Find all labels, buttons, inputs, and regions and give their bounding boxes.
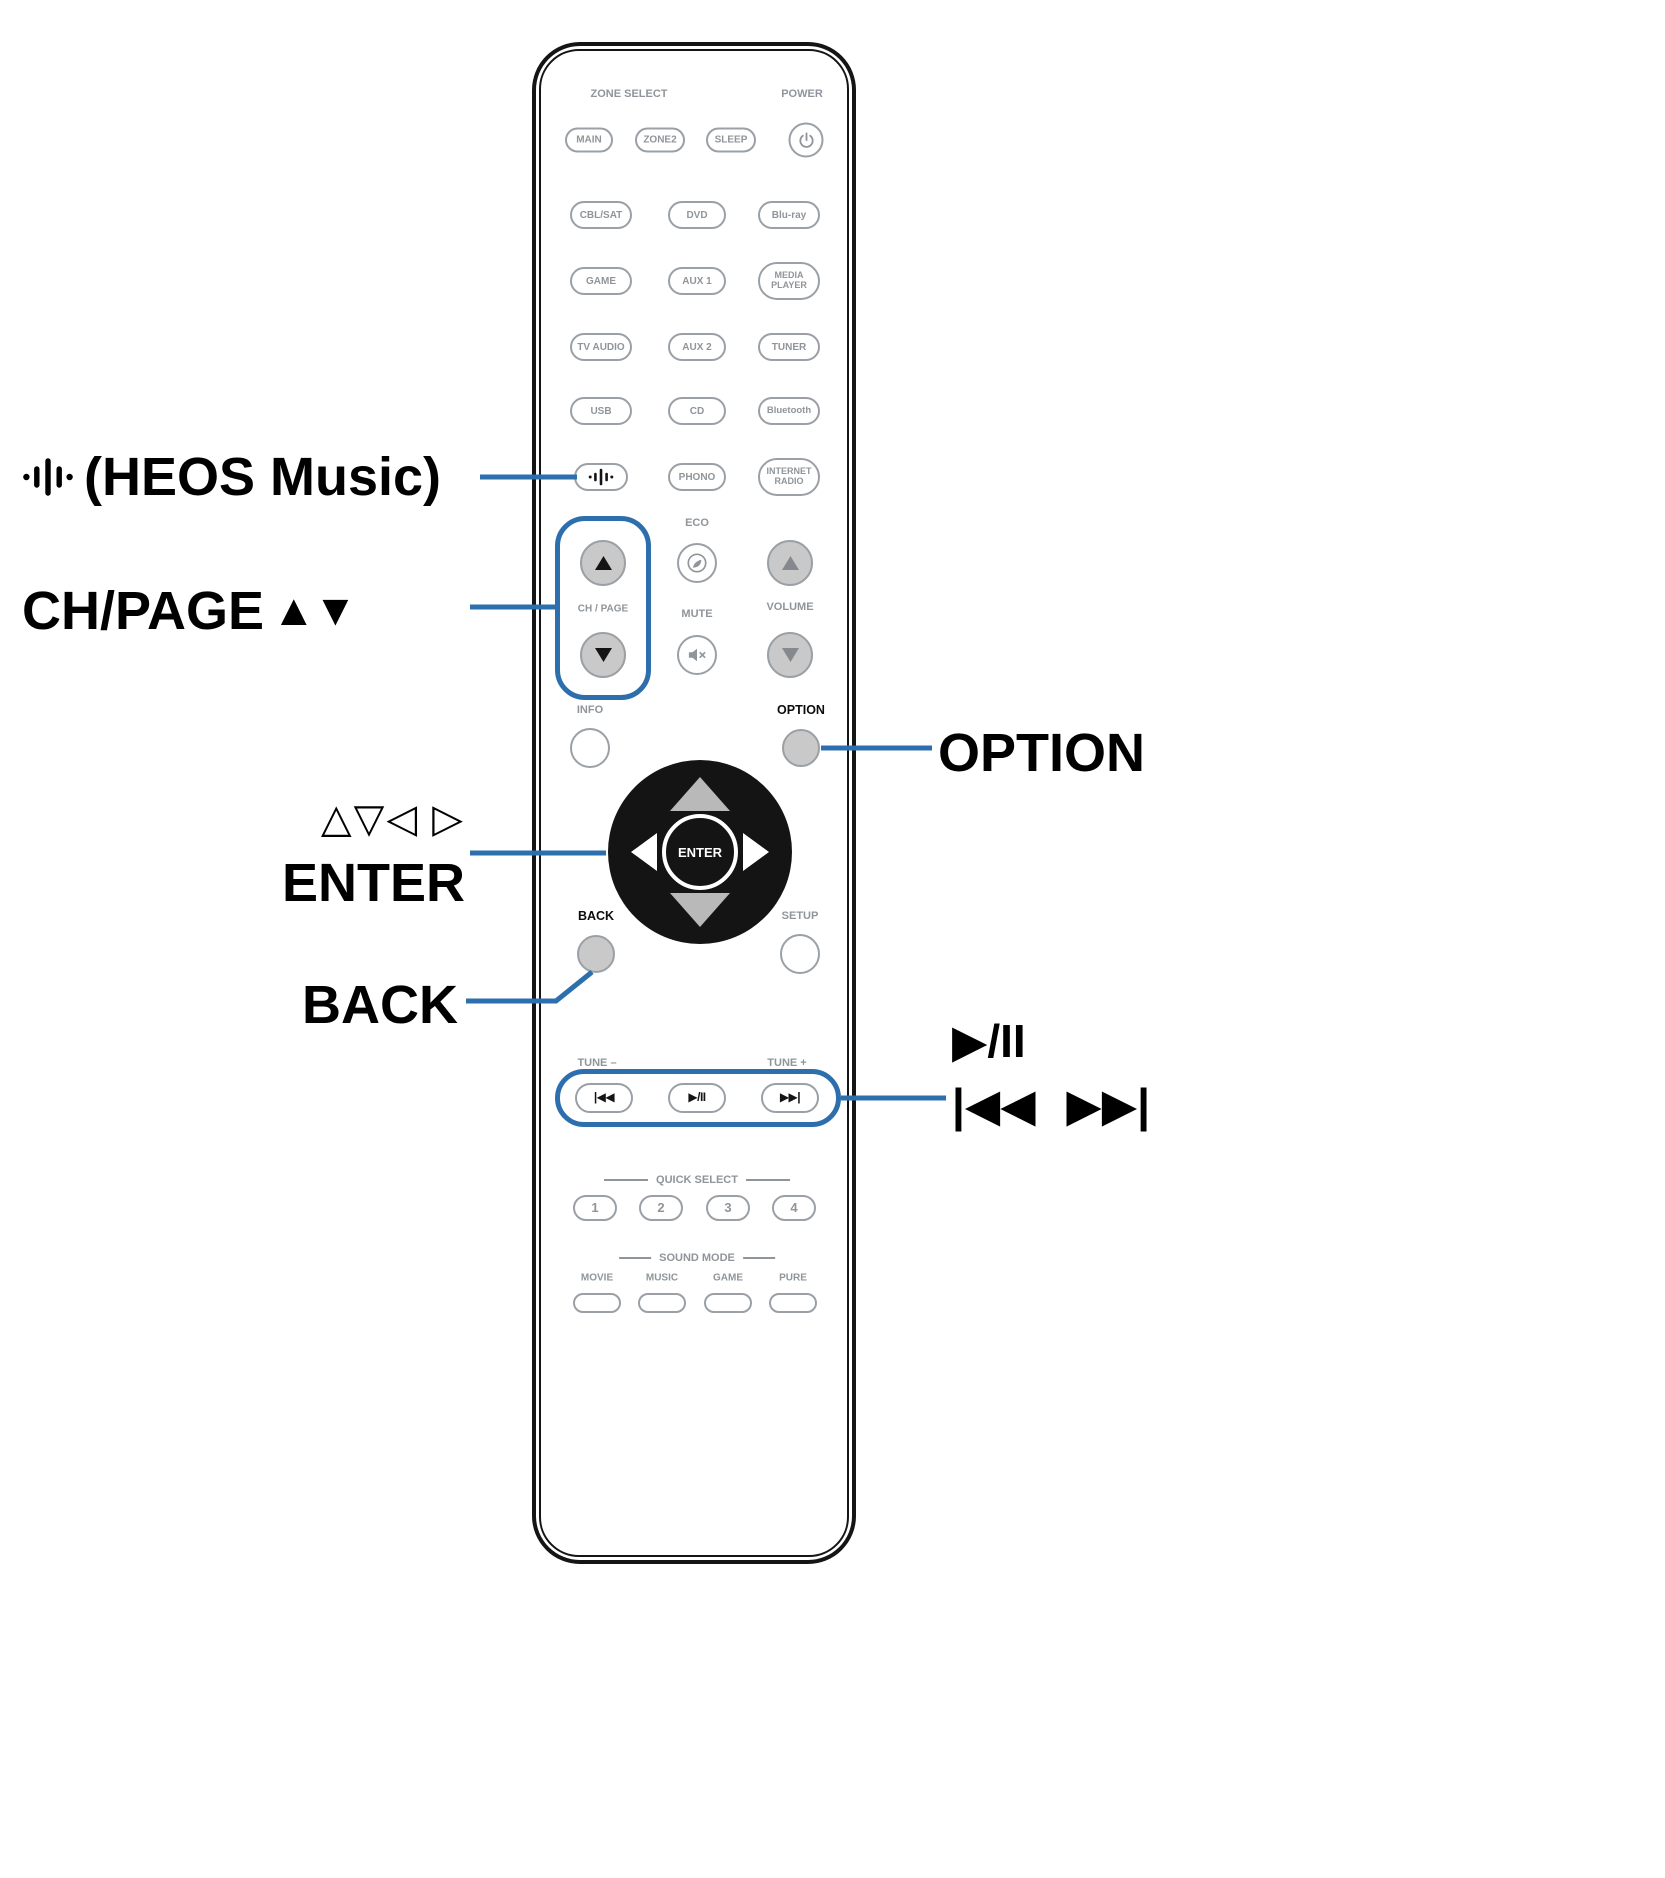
remote-control: ZONE SELECT POWER MAIN ZONE2 SLEEP CBL/S… xyxy=(532,42,856,1564)
mute-label: MUTE xyxy=(681,608,713,620)
down-triangle-icon xyxy=(781,648,799,662)
source-cbl-sat-button[interactable]: CBL/SAT xyxy=(570,201,632,229)
source-dvd-button[interactable]: DVD xyxy=(668,201,726,229)
setup-label: SETUP xyxy=(781,910,819,922)
cursor-pad[interactable]: ENTER xyxy=(605,757,795,947)
callout-cursor-label: △▽◁ ▷ xyxy=(320,797,465,841)
eco-label: ECO xyxy=(685,517,709,529)
divider xyxy=(742,1257,775,1259)
cursor-up-button[interactable] xyxy=(670,777,730,811)
source-cd-button[interactable]: CD xyxy=(668,397,726,425)
divider xyxy=(619,1257,652,1259)
callout-chpage-arrows: ▲▼ xyxy=(272,586,357,635)
callout-option: OPTION xyxy=(938,723,1146,783)
callout-skip-label: |◀◀ ▶▶| xyxy=(952,1079,1151,1131)
info-button[interactable] xyxy=(570,728,610,768)
source-game-button[interactable]: GAME xyxy=(570,267,632,295)
power-button[interactable] xyxy=(788,122,824,158)
volume-up-button[interactable] xyxy=(767,540,813,586)
channel-page-up-button[interactable] xyxy=(580,540,626,586)
power-label: POWER xyxy=(781,88,823,100)
remote-body-inner-outline xyxy=(539,49,849,1557)
mute-icon xyxy=(686,646,708,664)
movie-button[interactable] xyxy=(573,1293,621,1313)
divider xyxy=(604,1179,649,1181)
quick-select-3-button[interactable]: 3 xyxy=(706,1195,750,1221)
pure-label: PURE xyxy=(779,1272,807,1284)
heos-music-button[interactable] xyxy=(574,463,628,491)
quick-select-header: QUICK SELECT xyxy=(604,1174,790,1186)
ch-page-label: CH / PAGE xyxy=(577,603,629,615)
source-phono-button[interactable]: PHONO xyxy=(668,463,726,491)
sound-mode-header: SOUND MODE xyxy=(619,1252,775,1264)
source-media-player-button[interactable]: MEDIA PLAYER xyxy=(758,262,820,300)
movie-label: MOVIE xyxy=(580,1272,614,1284)
power-icon xyxy=(796,130,816,150)
music-button[interactable] xyxy=(638,1293,686,1313)
cursor-left-button[interactable] xyxy=(631,833,657,871)
callout-heos-label: (HEOS Music) xyxy=(84,447,442,507)
source-bluray-button[interactable]: Blu-ray xyxy=(758,201,820,229)
callout-enter-label: ENTER xyxy=(281,853,465,913)
quick-select-4-button[interactable]: 4 xyxy=(772,1195,816,1221)
channel-page-down-button[interactable] xyxy=(580,632,626,678)
zone2-button[interactable]: ZONE2 xyxy=(635,127,685,153)
chpage-highlight xyxy=(555,516,651,700)
source-internet-radio-button[interactable]: INTERNET RADIO xyxy=(758,458,820,496)
sleep-button[interactable]: SLEEP xyxy=(706,127,756,153)
setup-button[interactable] xyxy=(780,934,820,974)
option-button[interactable] xyxy=(782,729,820,767)
eco-leaf-icon xyxy=(686,552,708,574)
quick-select-1-button[interactable]: 1 xyxy=(573,1195,617,1221)
source-usb-button[interactable]: USB xyxy=(570,397,632,425)
pure-button[interactable] xyxy=(769,1293,817,1313)
play-pause-button[interactable]: ▶/II xyxy=(668,1083,726,1113)
game-label: GAME xyxy=(713,1272,743,1284)
back-button[interactable] xyxy=(577,935,615,973)
transport-highlight xyxy=(555,1069,841,1127)
enter-button-label: ENTER xyxy=(678,845,723,860)
zone-main-button[interactable]: MAIN xyxy=(565,127,613,153)
down-triangle-icon xyxy=(594,648,612,662)
callout-cursor-enter: △▽◁ ▷ ENTER xyxy=(230,796,465,914)
tune-down-label: TUNE – xyxy=(577,1057,617,1069)
cursor-down-button[interactable] xyxy=(670,893,730,927)
callout-play-pause-label: ▶/II xyxy=(952,1015,1026,1067)
eco-button[interactable] xyxy=(677,543,717,583)
music-label: MUSIC xyxy=(645,1272,679,1284)
heos-icon xyxy=(22,454,74,500)
skip-forward-button[interactable]: ▶▶| xyxy=(761,1083,819,1113)
back-label: BACK xyxy=(577,909,615,923)
callout-chpage: CH/PAGE ▲▼ xyxy=(22,580,357,642)
callout-chpage-label: CH/PAGE xyxy=(22,581,265,641)
divider xyxy=(745,1179,790,1181)
tune-up-label: TUNE + xyxy=(767,1057,807,1069)
callout-heos: (HEOS Music) xyxy=(22,446,441,508)
source-aux1-button[interactable]: AUX 1 xyxy=(668,267,726,295)
mute-button[interactable] xyxy=(677,635,717,675)
volume-label: VOLUME xyxy=(766,601,814,613)
option-label: OPTION xyxy=(777,703,825,717)
source-tv-audio-button[interactable]: TV AUDIO xyxy=(570,333,632,361)
source-aux2-button[interactable]: AUX 2 xyxy=(668,333,726,361)
quick-select-2-button[interactable]: 2 xyxy=(639,1195,683,1221)
source-bluetooth-button[interactable]: Bluetooth xyxy=(758,397,820,425)
source-tuner-button[interactable]: TUNER xyxy=(758,333,820,361)
callout-transport: ▶/II |◀◀ ▶▶| xyxy=(952,1014,1150,1132)
zone-select-label: ZONE SELECT xyxy=(590,88,668,100)
cursor-right-button[interactable] xyxy=(743,833,769,871)
sound-mode-label: SOUND MODE xyxy=(659,1252,735,1264)
volume-down-button[interactable] xyxy=(767,632,813,678)
enter-button[interactable] xyxy=(662,814,738,890)
up-triangle-icon xyxy=(781,556,799,570)
info-label: INFO xyxy=(576,704,604,716)
quick-select-label: QUICK SELECT xyxy=(656,1174,738,1186)
game-button[interactable] xyxy=(704,1293,752,1313)
callout-back: BACK xyxy=(302,975,458,1035)
remote-body-outline xyxy=(532,42,856,1564)
heos-icon xyxy=(588,466,614,488)
up-triangle-icon xyxy=(594,556,612,570)
